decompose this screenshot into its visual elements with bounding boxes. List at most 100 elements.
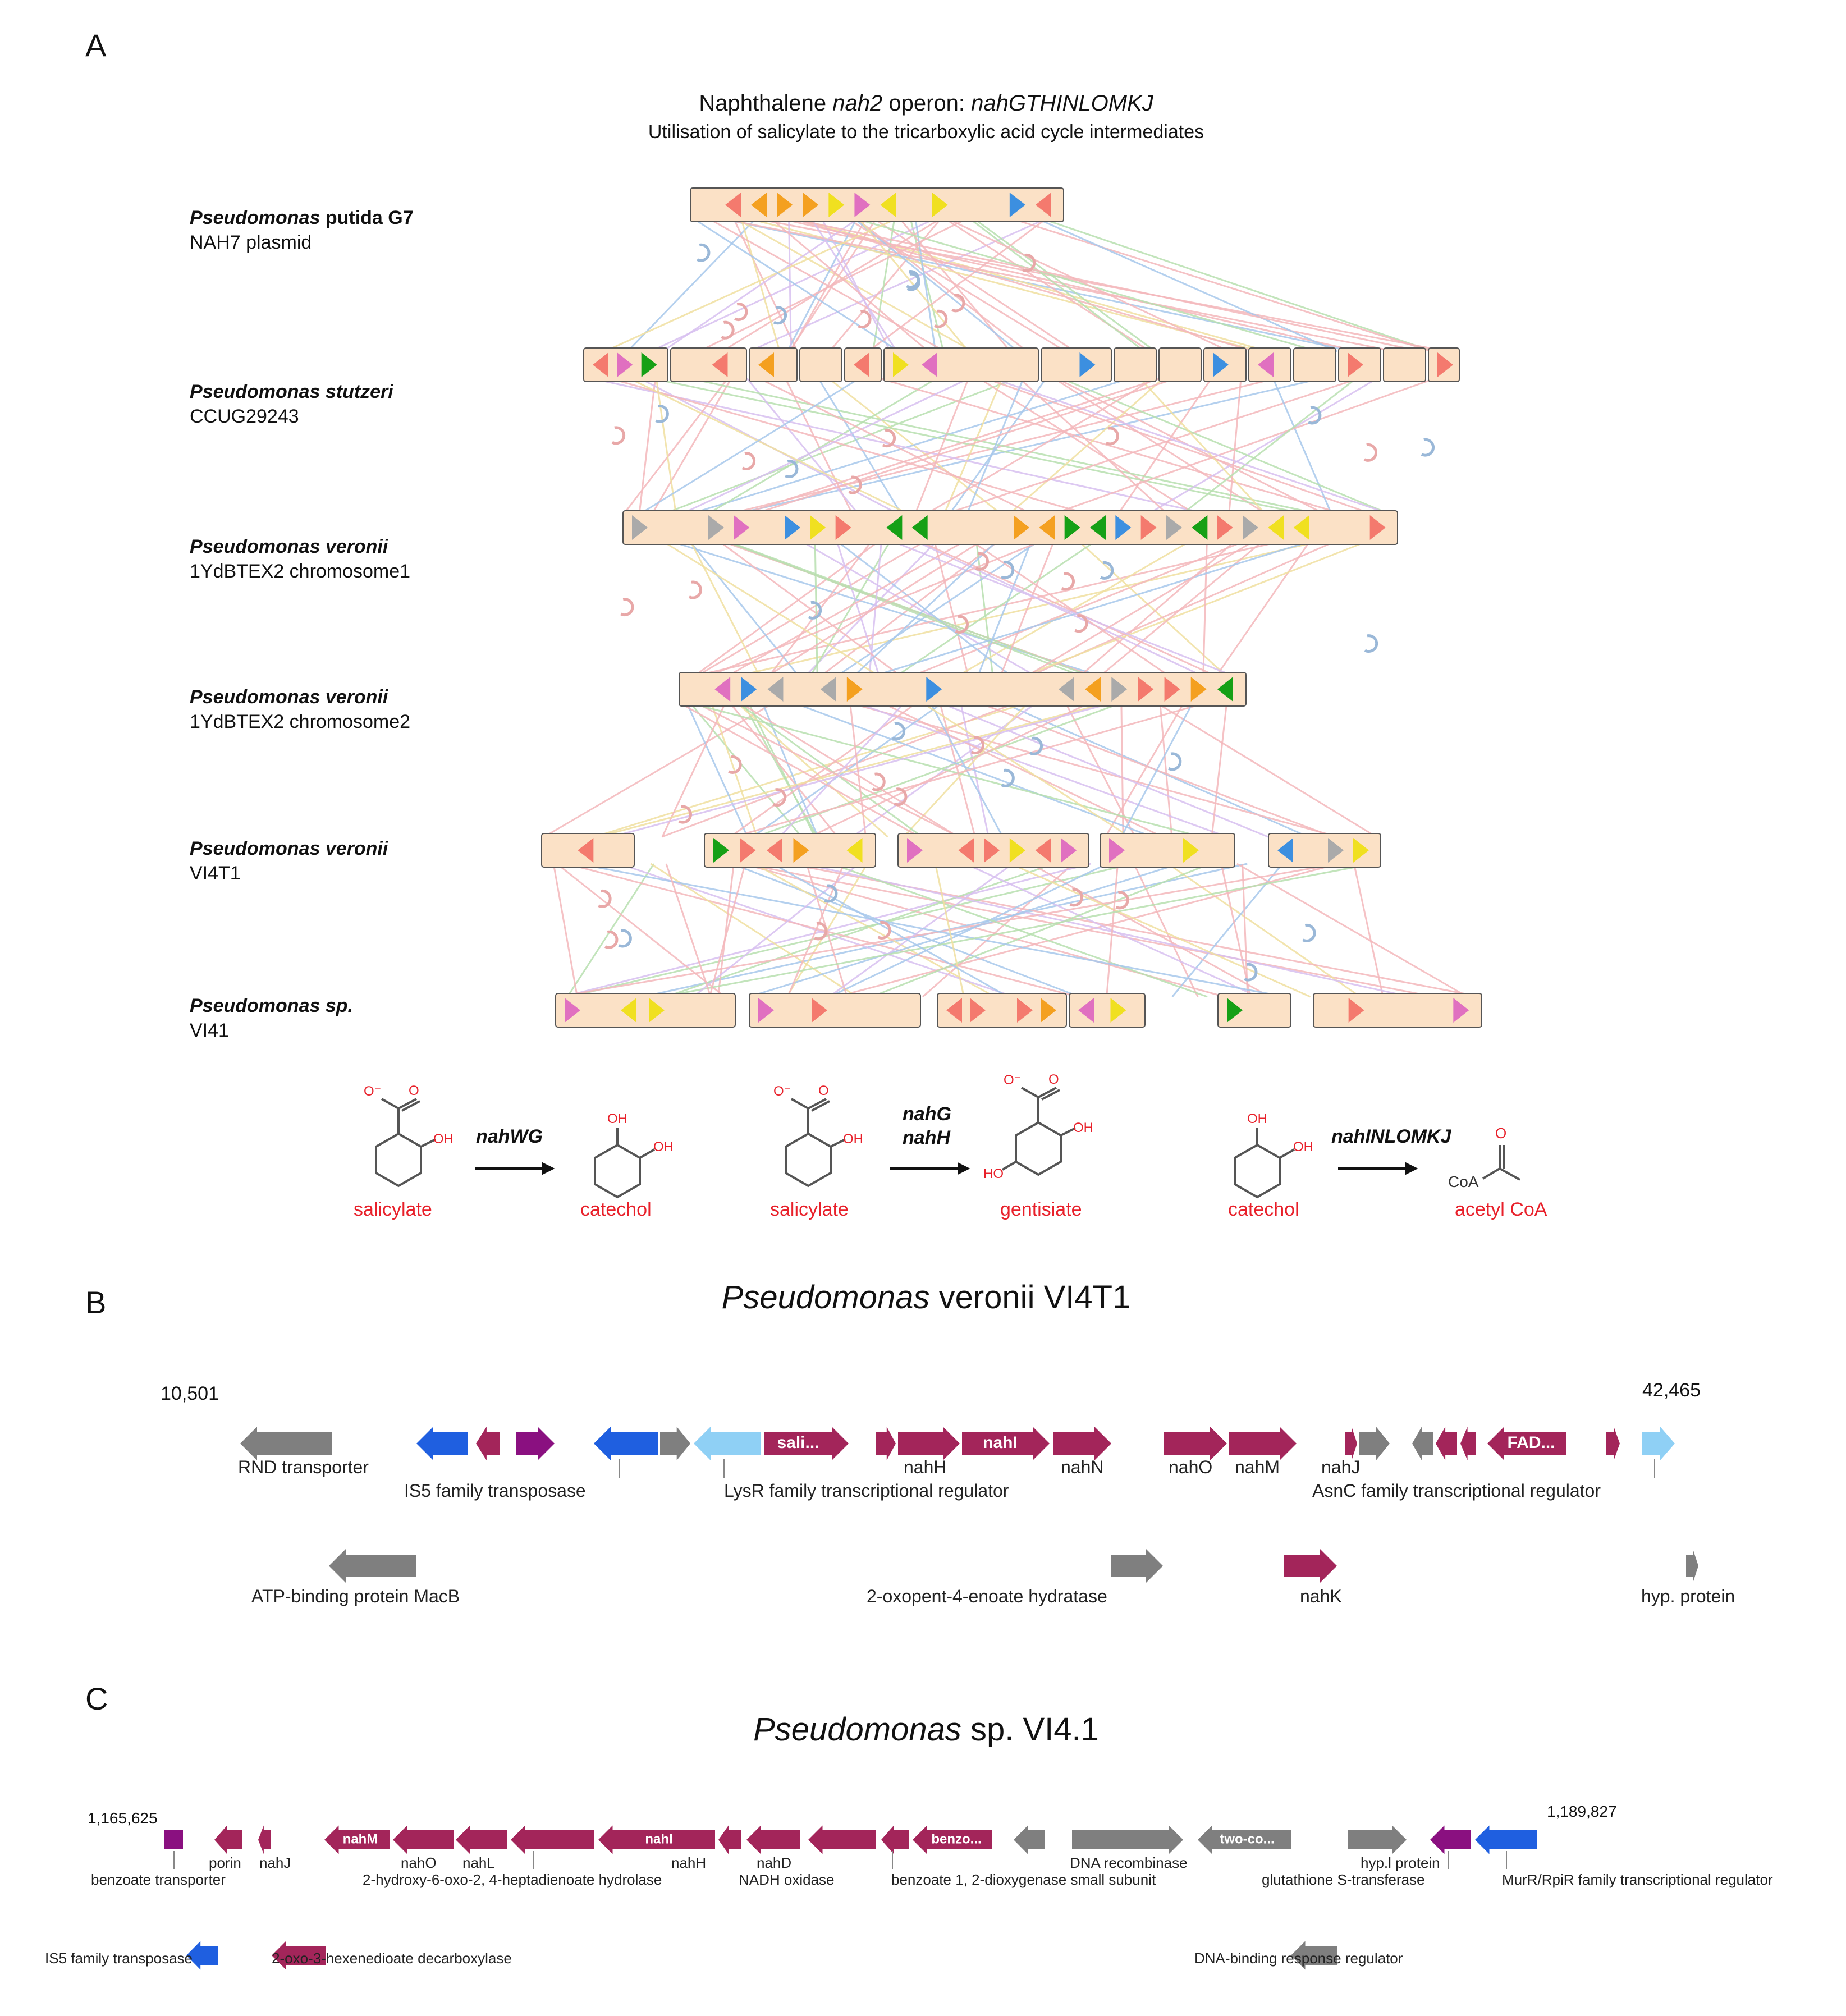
synteny-link (1211, 702, 1228, 837)
gene-marker (1217, 515, 1233, 540)
synteny-link (978, 702, 1334, 838)
synteny-link (810, 218, 897, 352)
synteny-link (809, 702, 1091, 838)
enzyme-label: nahINLOMKJ (1331, 1126, 1451, 1147)
synteny-loop (1069, 888, 1083, 907)
enzyme-label: nahH (903, 1127, 950, 1148)
contig (1268, 833, 1381, 868)
synteny-link (1079, 540, 1236, 677)
synteny-link (746, 378, 859, 515)
gene-marker (758, 352, 774, 377)
label-nahN: nahN (1061, 1457, 1104, 1477)
synteny-link (1041, 217, 1433, 352)
oxygen-label: O (1048, 1072, 1059, 1087)
gene-marker (1258, 352, 1274, 377)
title-mid: operon: (882, 91, 972, 116)
charge-label: O⁻ (773, 1084, 791, 1099)
synteny-link (909, 218, 945, 352)
gene-marker (803, 193, 819, 217)
synteny-link (1030, 863, 1270, 998)
synteny-link (1159, 702, 1173, 837)
gene-marker (1009, 193, 1025, 217)
gene-marker (1213, 352, 1229, 377)
synteny-link (695, 702, 959, 838)
synteny-link (836, 540, 1012, 677)
synteny-loop (1029, 736, 1043, 755)
gene-marker (785, 515, 800, 540)
title-genus: Pseudomonas (753, 1711, 961, 1748)
contig (704, 833, 876, 868)
gene-marker (767, 677, 784, 702)
synteny-link (1120, 702, 1194, 837)
synteny-link (1167, 863, 1361, 998)
synteny-map (541, 187, 1482, 1028)
title-genes: nahGTHINLOMKJ (971, 91, 1153, 116)
gene-marker (741, 677, 757, 702)
synteny-loop (785, 460, 799, 478)
gene-arrow (329, 1549, 416, 1583)
synteny-link (692, 217, 900, 352)
synteny-link (922, 702, 1130, 838)
panel-c-title: Pseudomonas sp. VI4.1 (505, 1711, 1347, 1748)
gene-inner-label: nahI (983, 1433, 1018, 1452)
gene-marker (835, 515, 851, 540)
synteny-link (694, 540, 880, 677)
synteny-loop (604, 930, 619, 949)
synteny-link (1010, 863, 1311, 998)
gene-marker (893, 352, 909, 377)
synteny-link (738, 540, 1321, 677)
coord-start: 1,165,625 (88, 1809, 158, 1827)
synteny-link (971, 540, 1170, 677)
synteny-link (1106, 863, 1119, 997)
gene-arrow (694, 1427, 761, 1460)
gene-marker (1348, 352, 1363, 377)
gene-marker (1164, 677, 1180, 702)
synteny-link (689, 540, 799, 676)
gene-arrow (1014, 1825, 1045, 1854)
synteny-link (679, 702, 920, 838)
synteny-loop (773, 306, 787, 325)
product-catechol: catechol (580, 1199, 652, 1220)
synteny-link (853, 217, 1019, 352)
synteny-loop (1074, 614, 1088, 633)
synteny-link (858, 218, 969, 352)
synteny-link (800, 540, 1036, 677)
gene-arrow (1487, 1427, 1566, 1460)
gene-arrow (393, 1825, 454, 1854)
label-nahO: nahO (1169, 1457, 1213, 1477)
gene-marker (984, 838, 1000, 863)
synteny-link (918, 540, 1216, 677)
synteny-link (737, 702, 923, 838)
gene-marker (617, 352, 633, 377)
label-dna-recombinase: DNA recombinase (1070, 1854, 1188, 1871)
synteny-link (1171, 863, 1284, 997)
gene-arrow (898, 1427, 960, 1460)
synteny-link (543, 702, 775, 838)
synteny-link (755, 702, 1123, 838)
gene-marker (932, 193, 948, 217)
gene-marker (1140, 515, 1157, 540)
gene-marker (725, 193, 741, 217)
gene-marker (1109, 838, 1125, 863)
enzyme-label: nahG (903, 1103, 951, 1125)
contig (1158, 347, 1202, 382)
panel-b-title: Pseudomonas veronii VI4T1 (505, 1279, 1347, 1316)
gene-arrow (876, 1427, 896, 1460)
coord-end: 42,465 (1642, 1380, 1701, 1401)
gene-marker (1353, 838, 1369, 863)
substrate-salicylate: salicylate (770, 1199, 849, 1220)
synteny-link (566, 863, 1078, 998)
synteny-link (939, 702, 976, 837)
synteny-link (611, 702, 1114, 838)
gene-arrow (258, 1825, 271, 1854)
synteny-link (661, 863, 1374, 998)
label-nahL: nahL (462, 1854, 495, 1871)
gene-arrow (214, 1825, 242, 1854)
gene-marker (880, 193, 896, 217)
organism-label: Pseudomonas sp.VI41 (190, 995, 353, 1041)
synteny-link (707, 377, 938, 515)
synteny-link (817, 378, 903, 515)
synteny-link (742, 377, 1161, 515)
gene-arrow (913, 1825, 992, 1854)
gene-arrow (416, 1427, 468, 1460)
